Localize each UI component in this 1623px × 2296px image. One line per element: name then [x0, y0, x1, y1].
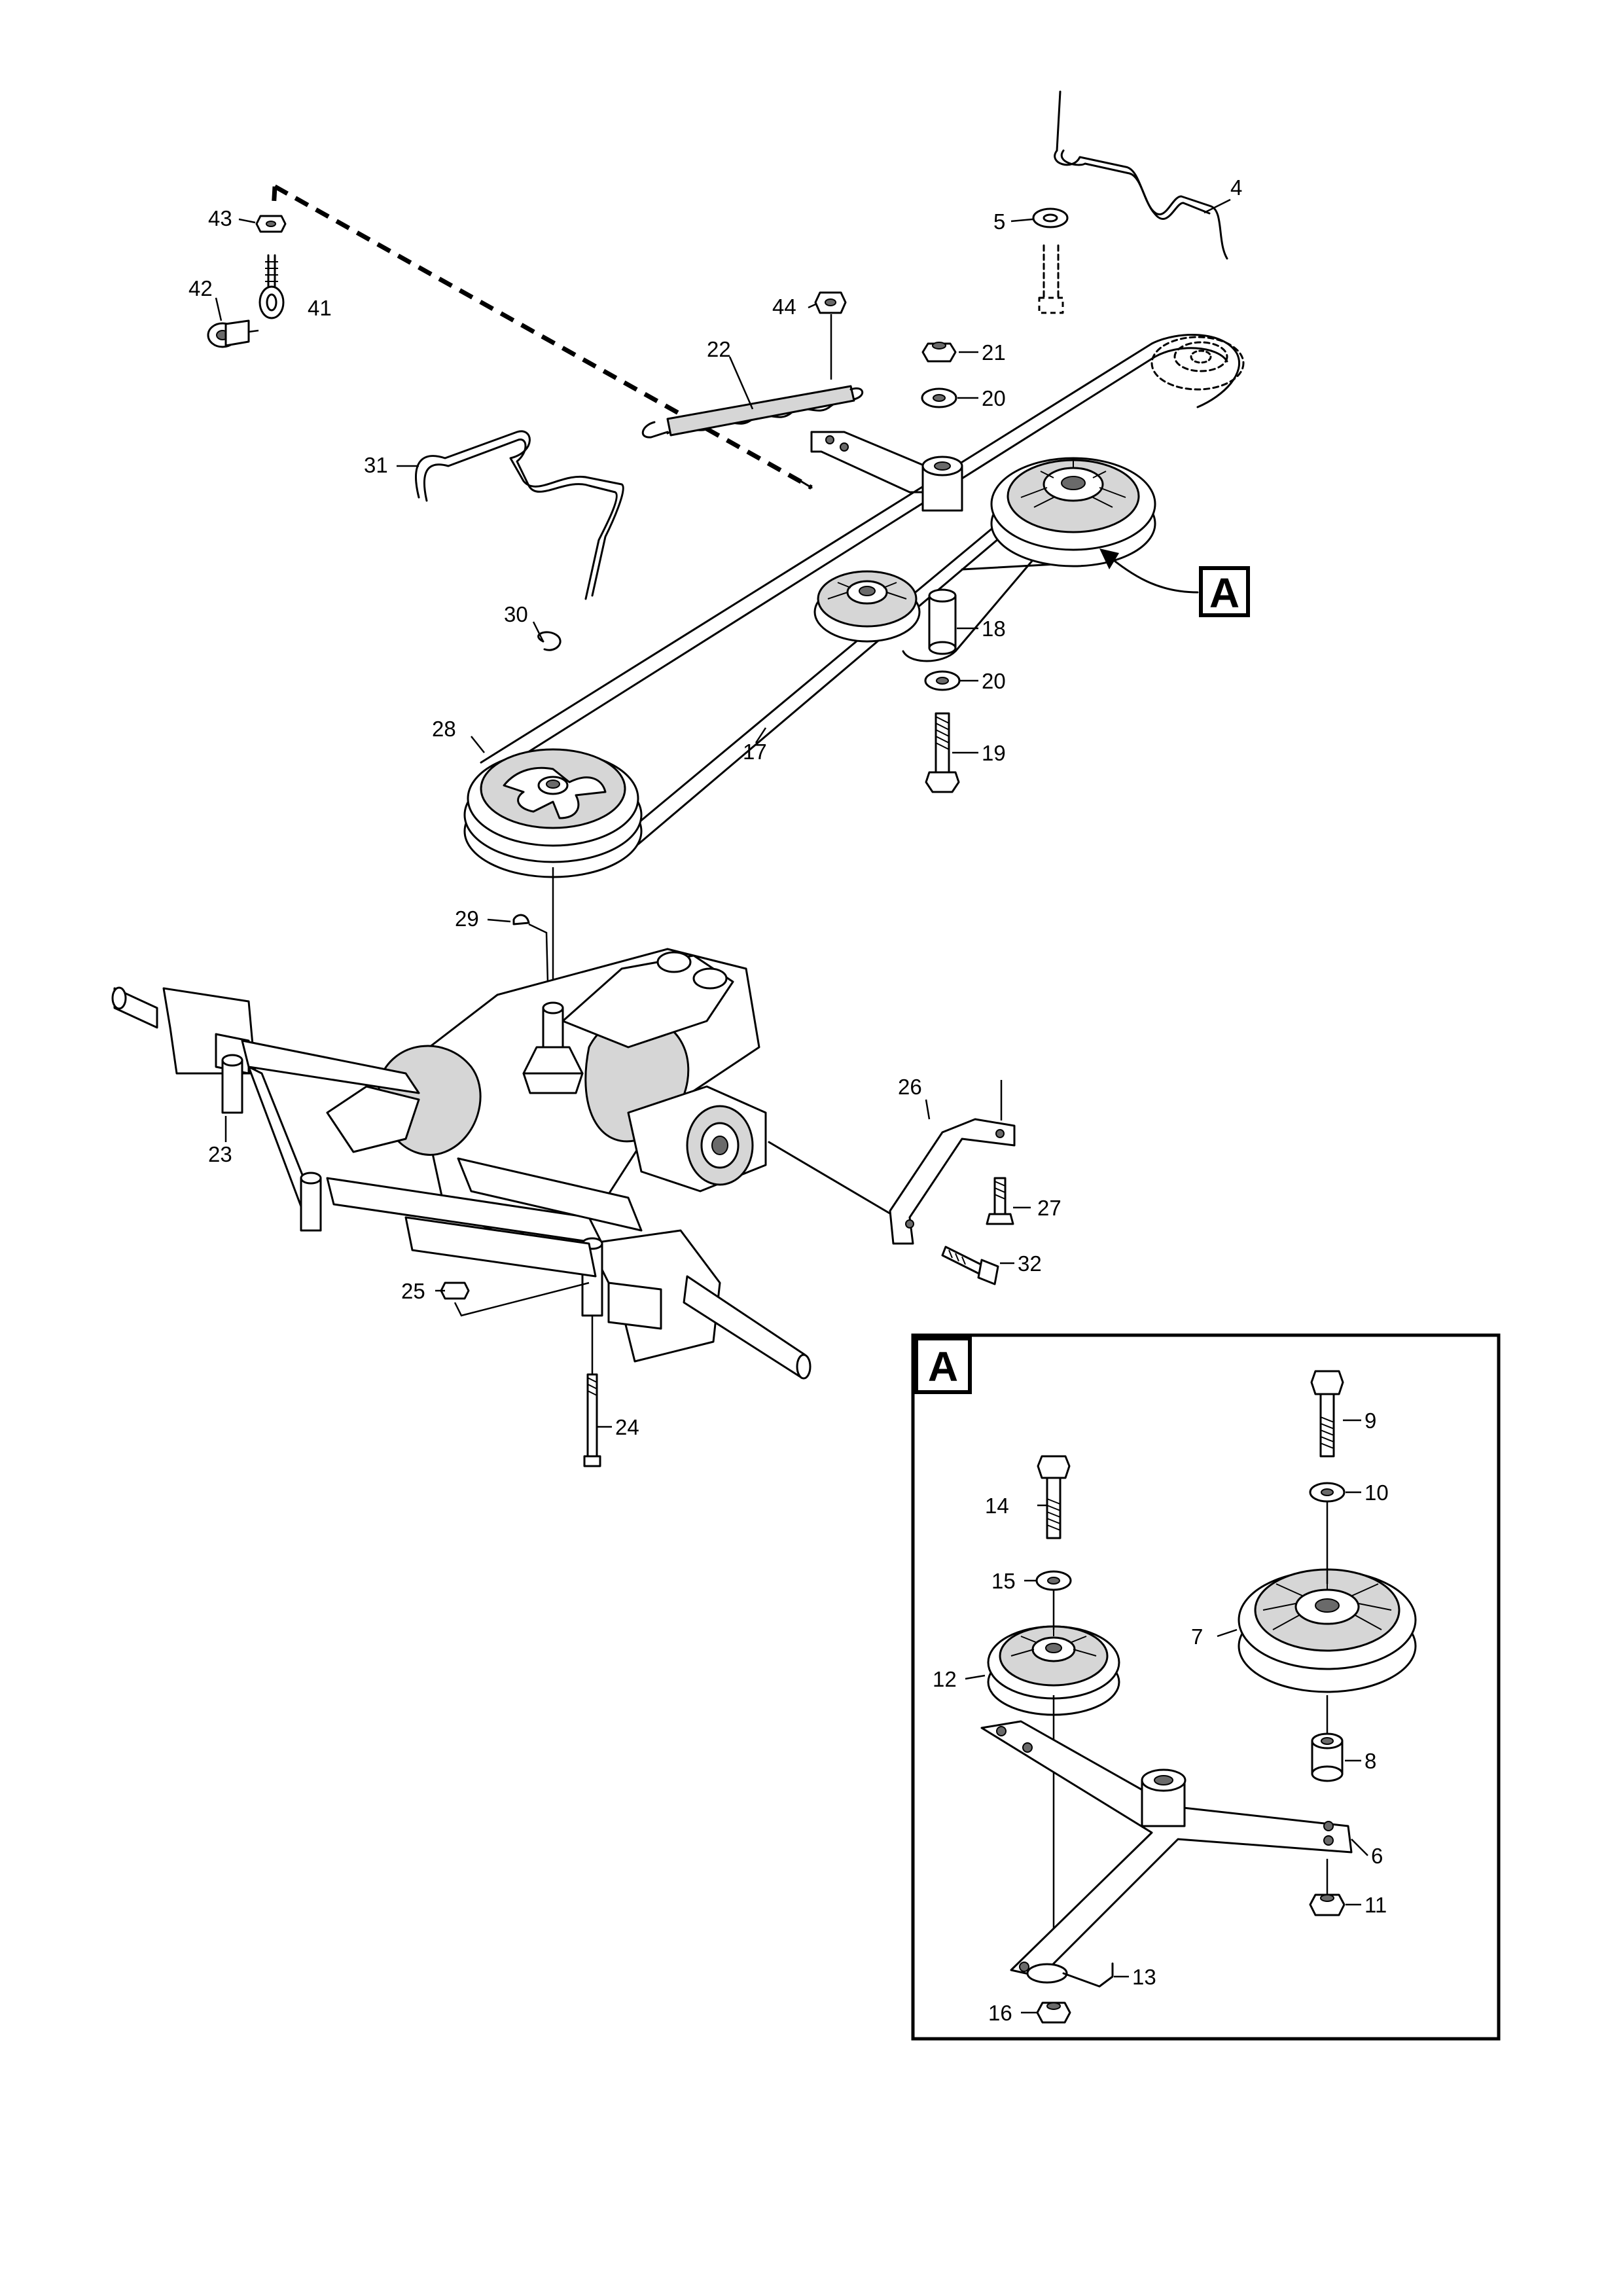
callout-27: 27	[1037, 1196, 1061, 1220]
transmission-pulley-part-28	[463, 748, 643, 878]
detail-ref-letter: A	[1209, 569, 1240, 617]
shift-rod-part-4	[1054, 90, 1228, 260]
detail-a-reference: A	[1099, 548, 1250, 617]
callout-18: 18	[982, 617, 1006, 641]
bolt-part-19	[925, 712, 960, 793]
spring-clip-part-13	[1026, 1962, 1114, 1988]
idler-arm-part-6	[980, 1720, 1353, 1978]
bolt-part-27	[986, 1177, 1014, 1225]
nut-part-16	[1036, 2001, 1071, 2024]
spacer-part-18	[928, 588, 957, 655]
callout-22: 22	[707, 337, 731, 361]
callout-28: 28	[432, 717, 456, 741]
callout-42: 42	[188, 276, 213, 300]
large-pulley-part-7	[1238, 1568, 1417, 1693]
callout-29: 29	[455, 906, 479, 931]
callout-6: 6	[1371, 1844, 1383, 1868]
bolt-part-32	[941, 1246, 999, 1285]
callout-11: 11	[1364, 1893, 1387, 1917]
tension-spring-part-22	[642, 385, 863, 439]
callout-20-upper: 20	[982, 386, 1006, 410]
callout-31: 31	[364, 453, 388, 477]
nut-part-21	[921, 342, 957, 363]
bushing-part-42	[207, 319, 259, 348]
clip-part-30	[537, 631, 562, 651]
wire-guide-part-31	[415, 430, 624, 600]
small-pulley-part-12	[987, 1625, 1120, 1716]
callout-26: 26	[898, 1075, 922, 1099]
callout-10: 10	[1364, 1480, 1389, 1505]
callout-13: 13	[1132, 1965, 1156, 1989]
callout-30: 30	[504, 602, 528, 626]
washer-part-15	[1035, 1570, 1072, 1591]
transaxle-part-23	[111, 948, 898, 1380]
bracket-part-26	[889, 1080, 1016, 1245]
callout-24: 24	[615, 1415, 639, 1439]
washer-part-5	[1032, 207, 1069, 228]
callout-14: 14	[985, 1494, 1009, 1518]
washer-part-20-lower	[924, 670, 961, 691]
idler-arm-assembly	[921, 456, 963, 512]
callout-7: 7	[1191, 1624, 1203, 1649]
washer-part-20-upper	[921, 387, 957, 408]
callout-43: 43	[208, 206, 232, 230]
callout-23: 23	[208, 1142, 232, 1166]
idler-pulley-dashed-rear	[1150, 336, 1245, 391]
callout-44: 44	[772, 295, 796, 319]
callout-12: 12	[933, 1667, 957, 1691]
eye-bolt-part-41	[259, 254, 285, 319]
callout-41: 41	[308, 296, 332, 320]
callout-9: 9	[1364, 1408, 1376, 1433]
callout-17: 17	[743, 740, 767, 764]
callout-25: 25	[401, 1279, 425, 1303]
callout-8: 8	[1364, 1749, 1376, 1773]
callout-32: 32	[1018, 1251, 1042, 1276]
large-idler-pulley-a	[990, 457, 1156, 567]
detail-panel-label: A	[928, 1343, 958, 1390]
bolt-part-9	[1310, 1370, 1344, 1458]
callout-19: 19	[982, 741, 1006, 765]
nut-part-11	[1309, 1859, 1346, 1916]
spacer-part-8	[1311, 1732, 1344, 1782]
callout-leaders	[215, 198, 1368, 2014]
nut-part-43	[255, 215, 287, 233]
nut-part-25	[440, 1282, 590, 1317]
callout-4: 4	[1230, 175, 1242, 200]
callout-20-lower: 20	[982, 669, 1006, 693]
callout-15: 15	[991, 1569, 1016, 1593]
callout-21: 21	[982, 340, 1006, 365]
bolt-part-14	[1037, 1455, 1071, 1539]
small-idler-pulley	[813, 570, 921, 643]
dashed-cable-path	[271, 184, 813, 490]
detail-a-panel: A	[911, 1333, 1501, 2041]
callout-16: 16	[988, 2001, 1012, 2025]
callout-5: 5	[993, 209, 1005, 234]
callout-labels: 4 5 43 42 41 44 21 22 20 31 30 18 20 28 …	[188, 175, 1389, 2025]
washer-part-10	[1309, 1482, 1346, 1503]
bolt-below-washer-5	[1038, 244, 1064, 314]
bolt-part-24	[583, 1316, 601, 1467]
lock-nut-part-44	[814, 291, 847, 380]
